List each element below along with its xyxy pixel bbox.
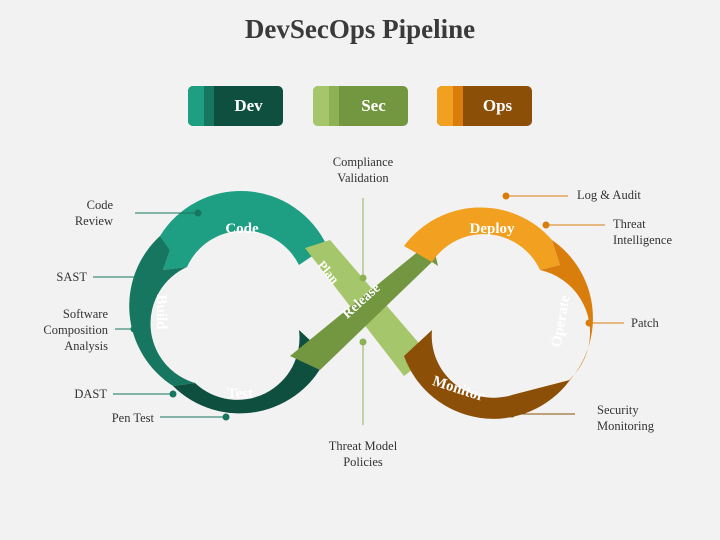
ops-connectors	[502, 192, 624, 327]
annotation-dast: DAST	[74, 387, 107, 401]
annotation-sca: Software Composition Analysis	[43, 307, 108, 353]
label-test: Test	[227, 386, 253, 402]
annotation-pen-test: Pen Test	[111, 411, 154, 425]
legend-dev: Dev	[188, 86, 283, 126]
label-deploy: Deploy	[470, 221, 516, 237]
annotation-threat-intel: Threat Intelligence	[613, 217, 672, 247]
segment-release	[290, 240, 438, 370]
segment-operate	[512, 240, 593, 397]
segment-test	[173, 330, 327, 414]
label-operate: Operate	[549, 294, 574, 349]
annotation-compliance: Compliance Validation	[332, 155, 394, 185]
legend-sec: Sec	[313, 86, 408, 126]
segment-build	[129, 236, 195, 386]
segment-monitor	[404, 330, 570, 419]
annotation-patch: Patch	[631, 316, 659, 330]
page-title: DevSecOps Pipeline	[244, 14, 476, 44]
annotation-log-audit: Log & Audit	[577, 188, 641, 202]
legend-ops: Ops	[437, 86, 532, 126]
annotation-threat-model: Threat Model Policies	[328, 439, 398, 469]
annotation-code-review: Code Review	[74, 198, 113, 228]
monitor-connector	[508, 410, 575, 418]
segment-deploy	[404, 207, 560, 270]
legend-sec-label: Sec	[361, 96, 386, 115]
annotation-sast: SAST	[56, 270, 87, 284]
annotation-security-monitoring: Security Monitoring	[597, 403, 654, 433]
dev-connectors	[93, 209, 230, 421]
label-build: Build	[153, 294, 169, 330]
sec-connectors	[359, 198, 367, 425]
legend-dev-label: Dev	[234, 96, 263, 115]
label-code: Code	[225, 221, 259, 237]
segment-code	[160, 190, 327, 270]
legend-ops-label: Ops	[482, 96, 513, 115]
